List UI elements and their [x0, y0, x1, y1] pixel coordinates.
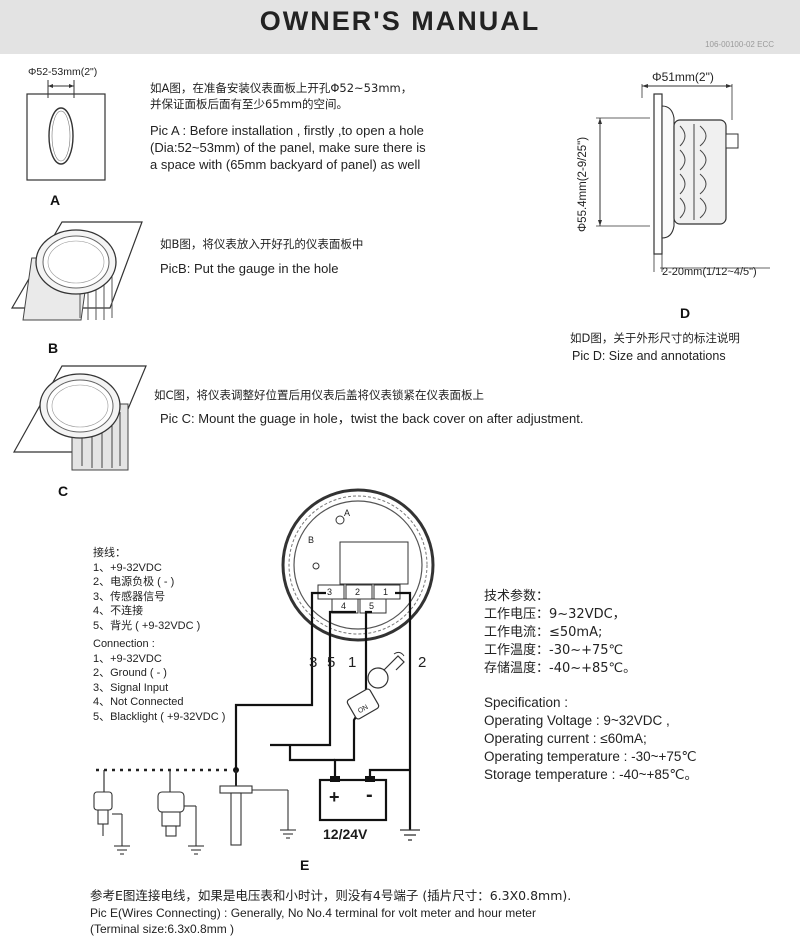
- wire-label-3: 3: [309, 654, 318, 671]
- header-bar: [0, 0, 800, 54]
- battery-plus: +: [329, 787, 340, 807]
- spec-cn-item: 工作电流：≤50mA;: [484, 625, 603, 640]
- wiring-en-title: Connection :: [93, 638, 155, 650]
- spec-en-item: Operating current : ≤60mA;: [484, 731, 647, 746]
- wiring-cn-item: 3、传感器信号: [93, 590, 166, 603]
- fig-d-text-en: Pic D: Size and annotations: [572, 349, 726, 363]
- sensor-2: [157, 770, 204, 855]
- wire-label-2: 2: [418, 654, 427, 671]
- spec-cn-item: 工作电压：9~32VDC，: [484, 607, 626, 622]
- terminal-3: 3: [327, 587, 333, 597]
- terminal-4: 4: [341, 601, 347, 611]
- fig-d-text-cn: 如D图，关于外形尺寸的标注说明: [570, 331, 740, 345]
- spec-en-title: Specification :: [484, 695, 569, 710]
- fig-b-text-en: PicB: Put the gauge in the hole: [160, 261, 339, 276]
- terminal-2: 2: [355, 587, 361, 597]
- wiring-en-item: 3、Signal Input: [93, 681, 169, 694]
- battery-voltage: 12/24V: [323, 826, 368, 842]
- fig-a-text-en-3: a space with (65mm backyard of panel) as…: [150, 157, 421, 172]
- terminal-5: 5: [369, 601, 375, 611]
- battery: [318, 778, 388, 822]
- wiring-list-en: Connection : 1、+9-32VDC 2、Ground ( - ) 3…: [93, 637, 225, 724]
- battery-minus: -: [366, 784, 373, 806]
- spec-en-block: Specification : Operating Voltage : 9~32…: [484, 694, 698, 784]
- gauge-letter-b: B: [308, 535, 315, 545]
- fig-a-text-cn: 如A图，在准备安装仪表面板上开孔Φ52~53mm，: [150, 81, 413, 95]
- spec-cn-item: 存储温度：-40~+85℃。: [484, 661, 637, 676]
- fig-c-label: C: [58, 483, 69, 499]
- fig-e-label: E: [300, 857, 310, 873]
- wiring-cn-item: 4、不连接: [93, 605, 144, 617]
- wire-label-1: 1: [348, 654, 357, 671]
- footer-text-en-1: Pic E(Wires Connecting) : Generally, No …: [90, 906, 536, 920]
- fig-b-label: B: [48, 340, 59, 356]
- spec-en-item: Operating temperature : -30~+75℃: [484, 749, 697, 764]
- fig-c-text-en: Pic C: Mount the guage in hole，twist the…: [160, 411, 584, 426]
- wiring-en-item: 1、+9-32VDC: [93, 652, 162, 665]
- sensor-3: [219, 770, 296, 846]
- wiring-cn-item: 1、+9-32VDC: [93, 561, 162, 574]
- wire-label-5: 5: [327, 654, 336, 671]
- wiring-en-item: 4、Not Connected: [93, 696, 184, 708]
- fig-d-panel-dim: 2-20mm(1/12~4/5"): [662, 266, 757, 278]
- spec-en-item: Storage temperature : -40~+85℃。: [484, 767, 699, 782]
- spec-cn-item: 工作温度：-30~+75℃: [484, 643, 624, 658]
- fig-a-text-en-2: (Dia:52~53mm) of the panel, make sure th…: [150, 140, 426, 155]
- terminal-1: 1: [383, 587, 389, 597]
- spec-cn-title: 技术参数：: [484, 589, 550, 604]
- footer-text-en-2: (Terminal size:6.3x0.8mm ): [90, 922, 235, 936]
- wiring-cn-item: 5、背光 ( +9-32VDC ): [93, 619, 201, 632]
- footer-text-cn: 参考E图连接电线，如果是电压表和小时计，则没有4号端子 (插片尺寸：6.3X0.…: [90, 888, 572, 903]
- fig-a-label: A: [50, 192, 61, 208]
- gauge-letter-a: A: [344, 508, 351, 518]
- wiring-en-item: 2、Ground ( - ): [93, 667, 167, 679]
- ignition-key-switch: [346, 651, 405, 720]
- fig-b-text-cn: 如B图，将仪表放入开好孔的仪表面板中: [160, 237, 364, 251]
- wiring-cn-title: 接线：: [93, 547, 126, 559]
- fig-a-dimension: Φ52-53mm(2"): [28, 66, 98, 78]
- spec-en-item: Operating Voltage : 9~32VDC ,: [484, 713, 670, 728]
- wiring-list-cn: 接线： 1、+9-32VDC 2、电源负极 ( - ) 3、传感器信号 4、不连…: [93, 546, 200, 633]
- spec-cn-block: 技术参数： 工作电压：9~32VDC， 工作电流：≤50mA; 工作温度：-30…: [484, 588, 636, 678]
- fig-a-text-en-1: Pic A : Before installation , firstly ,t…: [150, 123, 424, 138]
- wiring-en-item: 5、Blacklight ( +9-32VDC ): [93, 710, 226, 723]
- document-number: 106-00100-02 ECC: [705, 40, 774, 49]
- wiring-cn-item: 2、电源负极 ( - ): [93, 576, 175, 588]
- fig-d-width-dim: Φ51mm(2"): [652, 70, 714, 84]
- fig-d-label: D: [680, 305, 691, 321]
- fig-a-text-cn-2: 并保证面板后面有至少65mm的空间。: [150, 97, 349, 111]
- sensor-1: [93, 770, 130, 855]
- page-title: OWNER'S MANUAL: [259, 6, 541, 36]
- fig-c-text-cn: 如C图，将仪表调整好位置后用仪表后盖将仪表锁紧在仪表面板上: [154, 388, 485, 402]
